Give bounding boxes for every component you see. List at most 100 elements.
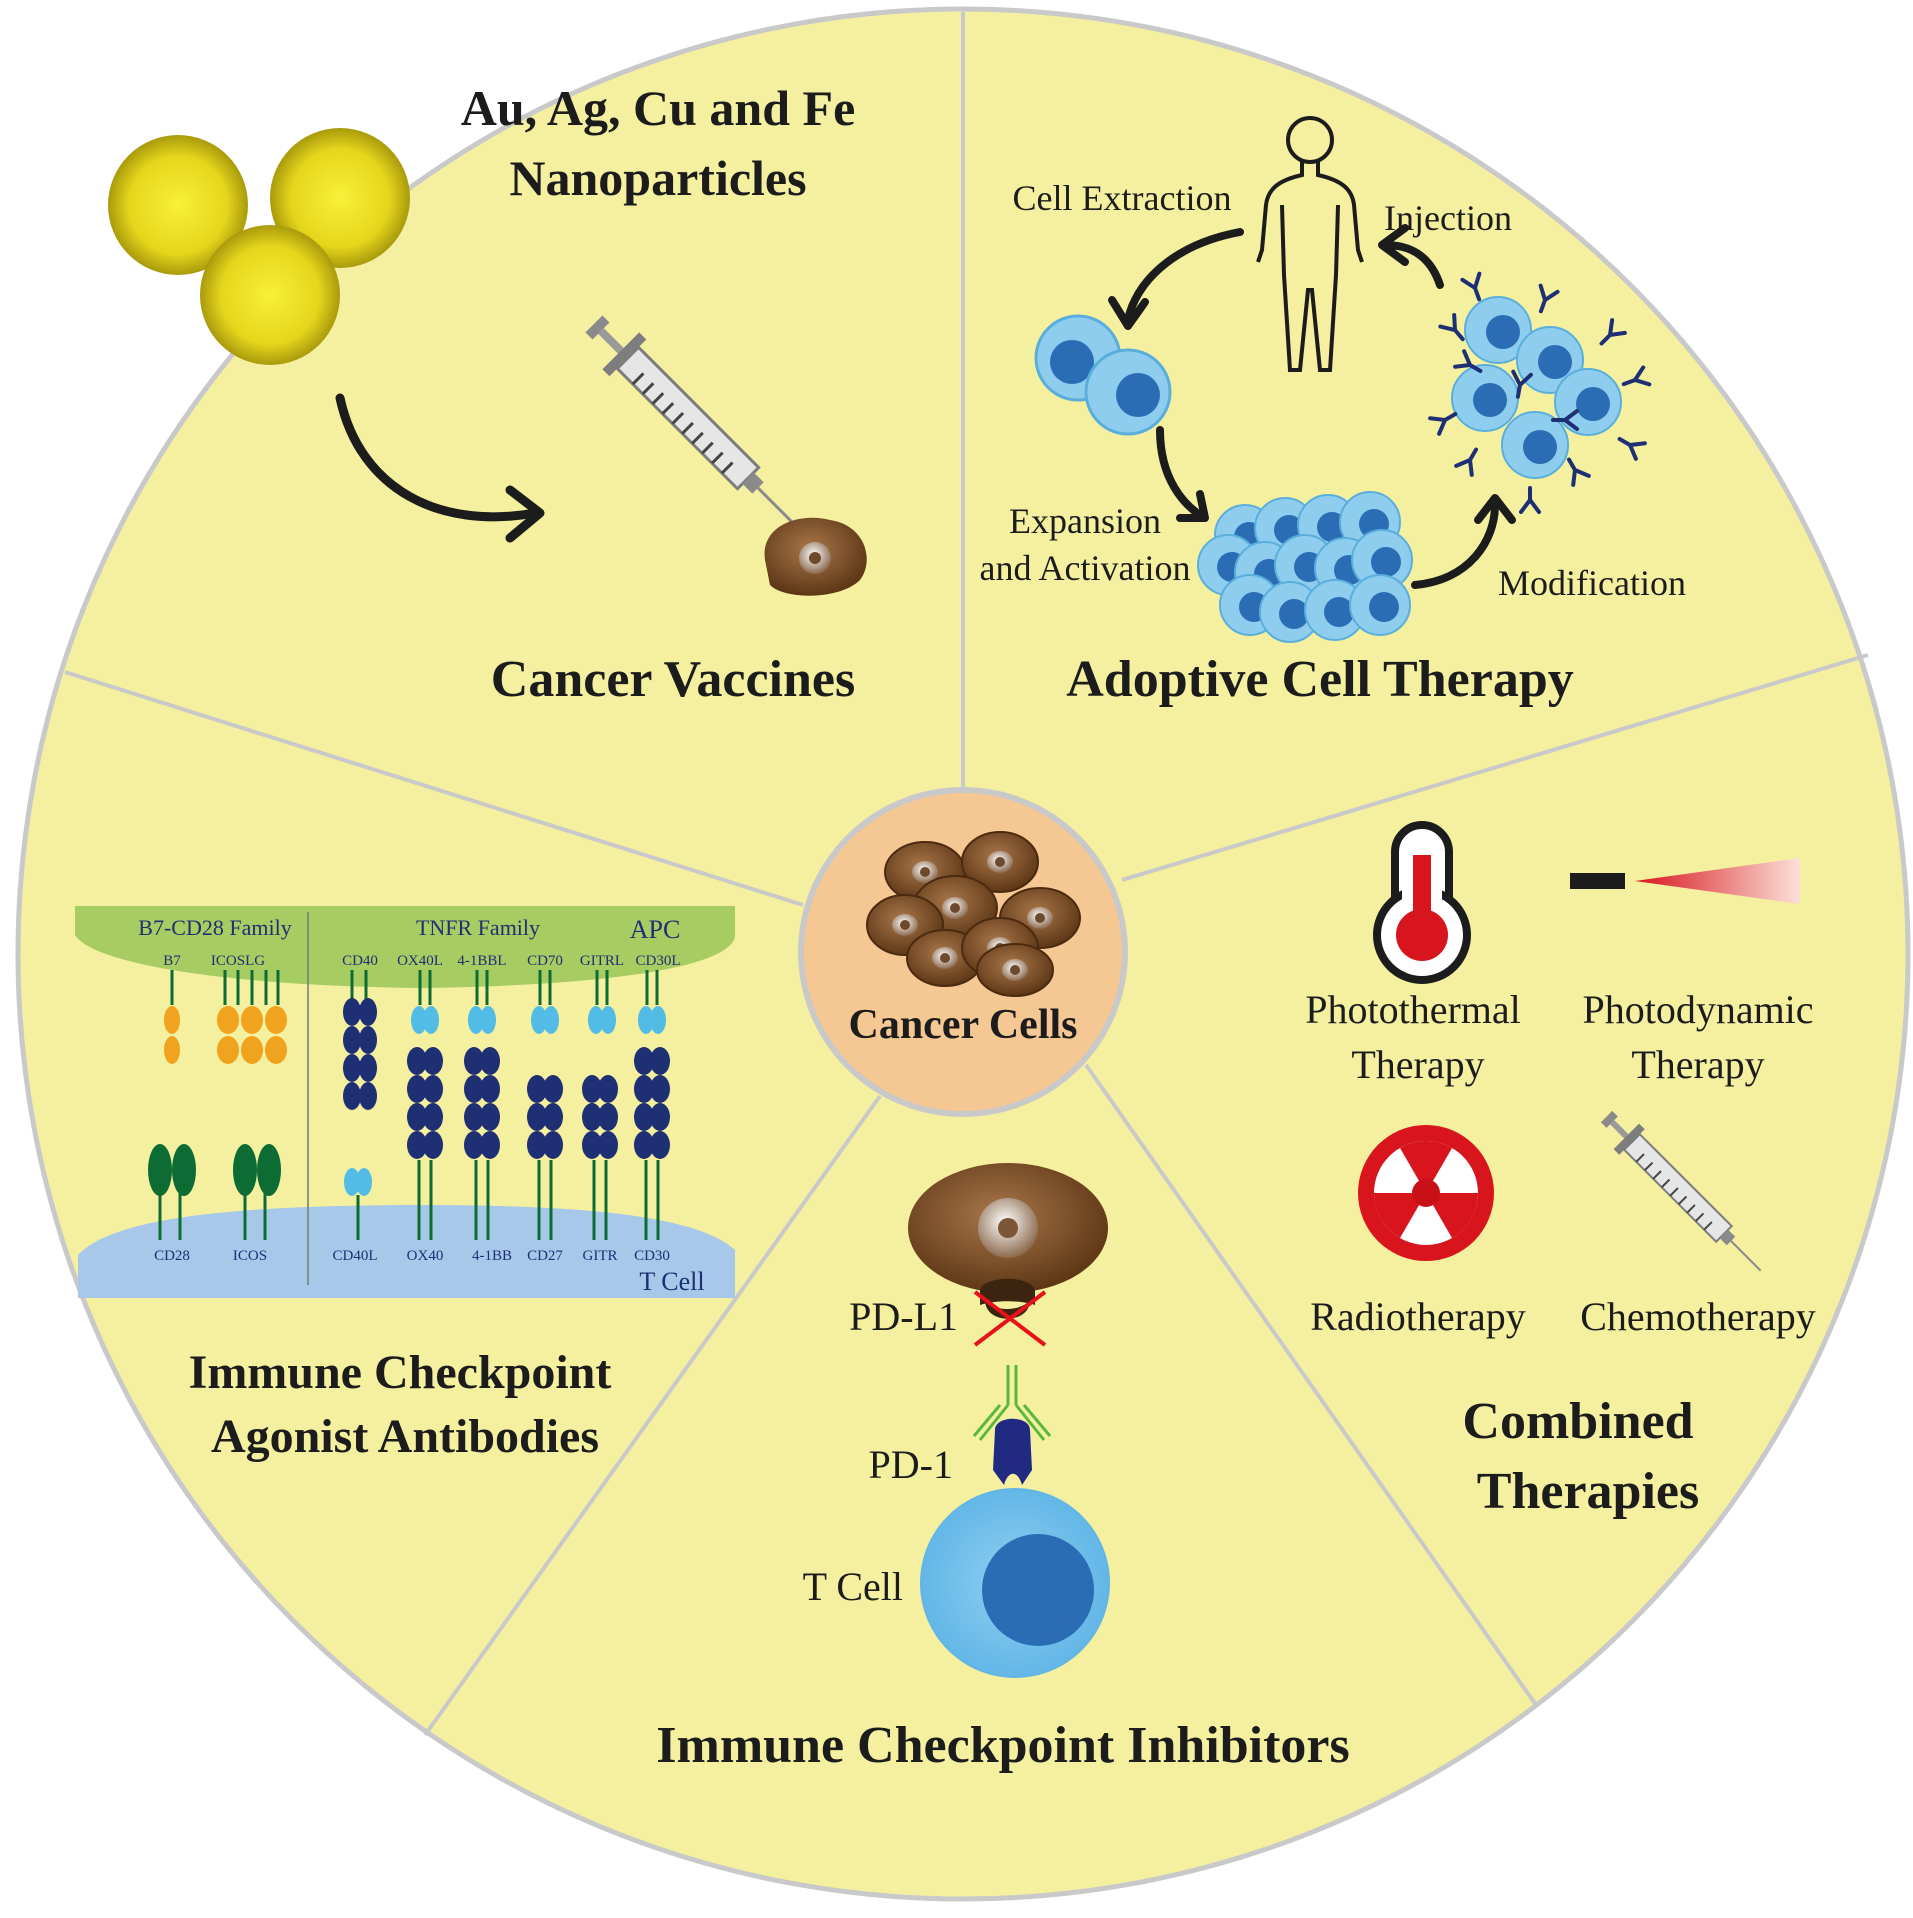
protein-domain — [148, 1144, 172, 1196]
laser-icon — [1570, 858, 1800, 904]
protein-domain — [464, 1047, 484, 1075]
protein-domain — [164, 1006, 180, 1034]
cancer-cell — [976, 943, 1054, 997]
expansion-label-line1: Expansion — [1009, 501, 1161, 541]
protein-domain — [598, 1103, 618, 1131]
ligand-label: GITRL — [580, 953, 624, 969]
arrowhead-extraction — [1108, 296, 1149, 330]
protein-domain — [588, 1006, 604, 1034]
protein-domain — [241, 1036, 263, 1064]
arrowhead-injection — [1378, 224, 1409, 266]
receptor-label: CD30 — [634, 1248, 670, 1264]
receptor-label: OX40 — [407, 1248, 444, 1264]
protein-domain — [650, 1131, 670, 1159]
agonist-tcell-label: T Cell — [639, 1267, 704, 1296]
protein-domain — [265, 1006, 287, 1034]
divider-right — [1121, 653, 1869, 882]
protein-domain — [543, 1103, 563, 1131]
protein-domain — [527, 1103, 547, 1131]
protein-domain — [634, 1103, 654, 1131]
receptor-label: CD28 — [154, 1248, 190, 1264]
modification-label: Modification — [1498, 563, 1686, 603]
ligand-label: 4-1BBL — [457, 953, 506, 969]
photothermal-label-line2: Therapy — [1351, 1042, 1484, 1087]
protein-domain — [480, 1006, 496, 1034]
cancer-vaccines-sector: Au, Ag, Cu and Fe Nanoparticles — [108, 80, 867, 708]
agonist-antibodies-sector: B7-CD28 Family TNFR Family APC T Cell B7… — [75, 906, 735, 1463]
protein-domain — [480, 1047, 500, 1075]
checkpoint-inhibitors-title: Immune Checkpoint Inhibitors — [656, 1717, 1349, 1774]
protein-domain — [423, 1075, 443, 1103]
protein-domain — [650, 1103, 670, 1131]
protein-domain — [233, 1144, 257, 1196]
human-body-icon — [1256, 116, 1364, 372]
protein-domain — [634, 1075, 654, 1103]
cancer-cells-label: Cancer Cells — [848, 1002, 1077, 1048]
receptor-label: GITR — [583, 1248, 618, 1264]
protein-domain — [356, 1168, 372, 1196]
protein-domain — [343, 1082, 361, 1110]
cell-extraction-label: Cell Extraction — [1013, 178, 1232, 218]
antibody-icon — [1454, 447, 1478, 477]
antibody-icon — [1460, 271, 1482, 302]
protein-domain — [480, 1075, 500, 1103]
protein-domain — [343, 998, 361, 1026]
antibody-icon — [1551, 409, 1579, 431]
inhibitor-t-cell — [920, 1488, 1110, 1678]
protein-domain — [650, 1006, 666, 1034]
protein-domain — [265, 1036, 287, 1064]
antibody-icon — [1453, 349, 1483, 373]
nanoparticles-label-line2: Nanoparticles — [509, 150, 806, 206]
checkpoint-inhibitors-sector: PD-L1 PD-1 T Cell Immune Checkpoint Inhi… — [656, 1163, 1350, 1774]
arrowhead-modification — [1474, 494, 1516, 524]
protein-domain — [359, 1054, 377, 1082]
vaccine-arrow — [335, 393, 540, 522]
protein-domain — [407, 1131, 427, 1159]
antibody-icon — [1567, 457, 1591, 487]
nanoparticles-label-line1: Au, Ag, Cu and Fe — [461, 80, 856, 136]
radiation-icon — [1358, 1125, 1494, 1261]
protein-domain — [464, 1103, 484, 1131]
photodynamic-label-line2: Therapy — [1631, 1042, 1764, 1087]
protein-domain — [464, 1131, 484, 1159]
expansion-label-line2: and Activation — [980, 548, 1191, 588]
protein-domain — [531, 1006, 547, 1034]
protein-domain — [172, 1144, 196, 1196]
expanded-t-cell — [1304, 579, 1366, 641]
chemotherapy-label: Chemotherapy — [1580, 1294, 1816, 1339]
protein-domain — [423, 1103, 443, 1131]
protein-domain — [407, 1075, 427, 1103]
protein-domain — [257, 1144, 281, 1196]
antibody-icon — [1428, 412, 1458, 436]
protein-domain — [359, 1026, 377, 1054]
antibody-icon — [1538, 283, 1560, 314]
blocked-cross-icon — [973, 1290, 1047, 1347]
tcell-band — [78, 1205, 735, 1298]
arrow-expansion — [1156, 426, 1204, 519]
receptor-label: CD40L — [333, 1248, 378, 1264]
receptor-label: 4-1BB — [472, 1248, 512, 1264]
protein-domain — [359, 1082, 377, 1110]
antibody-icon — [1519, 486, 1541, 514]
protein-domain — [527, 1075, 547, 1103]
protein-domain — [468, 1006, 484, 1034]
cancer-cell — [961, 831, 1039, 893]
protein-domain — [598, 1075, 618, 1103]
protein-domain — [650, 1075, 670, 1103]
receptor-label: ICOS — [233, 1248, 267, 1264]
modified-t-cell — [1501, 411, 1569, 479]
expanded-t-cell-cluster — [1197, 491, 1413, 643]
inhibitor-cancer-cell — [908, 1163, 1108, 1293]
apc-label: APC — [630, 915, 681, 944]
protein-domain — [650, 1047, 670, 1075]
protein-domain — [638, 1006, 654, 1034]
protein-domain — [423, 1131, 443, 1159]
photothermal-label-line1: Photothermal — [1305, 987, 1521, 1032]
protein-domain — [217, 1006, 239, 1034]
protein-domain — [480, 1131, 500, 1159]
adoptive-cell-therapy-sector: Cell Extraction Injection Expansion — [980, 116, 1686, 708]
t-cell-label: T Cell — [803, 1564, 903, 1609]
combined-therapies-sector: Photothermal Therapy Photodynamic Therap… — [1305, 821, 1816, 1520]
